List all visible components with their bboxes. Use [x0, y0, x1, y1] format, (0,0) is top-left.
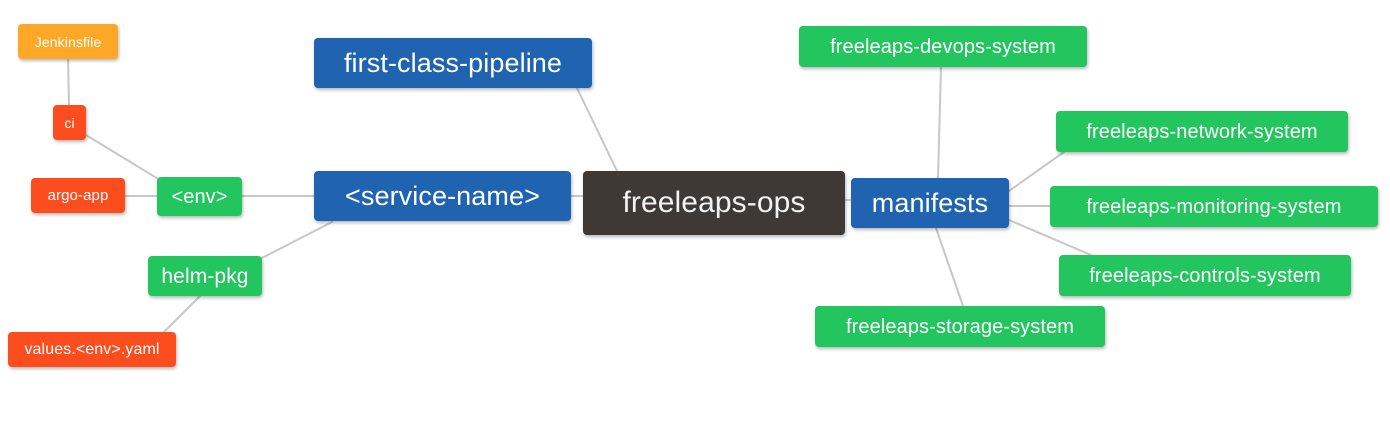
edge-jenkinsfile-to-ci [67, 58, 70, 106]
mindmap-node-label: argo-app [47, 187, 109, 204]
mindmap-node-label: ci [64, 114, 75, 131]
mindmap-node-jenkinsfile[interactable]: Jenkinsfile [18, 24, 118, 59]
mindmap-node-label: freeleaps-devops-system [830, 35, 1056, 58]
mindmap-node-label: manifests [871, 187, 989, 218]
mindmap-node-label: <service-name> [345, 180, 540, 211]
mindmap-node-monitoring[interactable]: freeleaps-monitoring-system [1050, 186, 1378, 227]
mindmap-node-label: Jenkinsfile [34, 33, 102, 50]
mindmap-node-service-name[interactable]: <service-name> [314, 171, 571, 221]
mindmap-node-values-yaml[interactable]: values.<env>.yaml [8, 332, 176, 367]
mindmap-node-helm-pkg[interactable]: helm-pkg [148, 256, 262, 296]
edge-values-yaml-to-helm-pkg [162, 295, 201, 334]
mindmap-node-label: values.<env>.yaml [24, 340, 160, 358]
mindmap-node-label: first-class-pipeline [343, 47, 563, 78]
mindmap-node-root[interactable]: freeleaps-ops [583, 171, 845, 235]
mindmap-node-controls[interactable]: freeleaps-controls-system [1059, 255, 1351, 296]
mindmap-node-env[interactable]: <env> [157, 177, 242, 216]
mindmap-node-label: freeleaps-ops [622, 186, 806, 219]
edge-pipeline-to-root [575, 85, 618, 172]
mindmap-node-storage[interactable]: freeleaps-storage-system [815, 306, 1105, 347]
edge-ci-to-env [85, 134, 161, 181]
mindmap-node-ci[interactable]: ci [53, 105, 86, 140]
edge-helm-pkg-to-service-name [261, 221, 333, 259]
mindmap-node-manifests[interactable]: manifests [851, 178, 1009, 228]
mindmap-node-label: <env> [171, 185, 228, 208]
mindmap-node-network[interactable]: freeleaps-network-system [1056, 111, 1348, 152]
edge-manifests-to-devops [937, 66, 942, 179]
mindmap-node-label: freeleaps-controls-system [1089, 264, 1321, 287]
mindmap-node-pipeline[interactable]: first-class-pipeline [314, 38, 592, 88]
mindmap-node-label: freeleaps-storage-system [845, 315, 1075, 338]
mindmap-node-label: helm-pkg [161, 264, 249, 288]
mindmap-node-argo-app[interactable]: argo-app [31, 178, 125, 213]
mindmap-node-label: freeleaps-monitoring-system [1086, 195, 1342, 218]
edge-manifests-to-storage [935, 227, 964, 307]
mindmap-node-devops[interactable]: freeleaps-devops-system [799, 26, 1087, 67]
mindmap-node-label: freeleaps-network-system [1086, 120, 1318, 143]
